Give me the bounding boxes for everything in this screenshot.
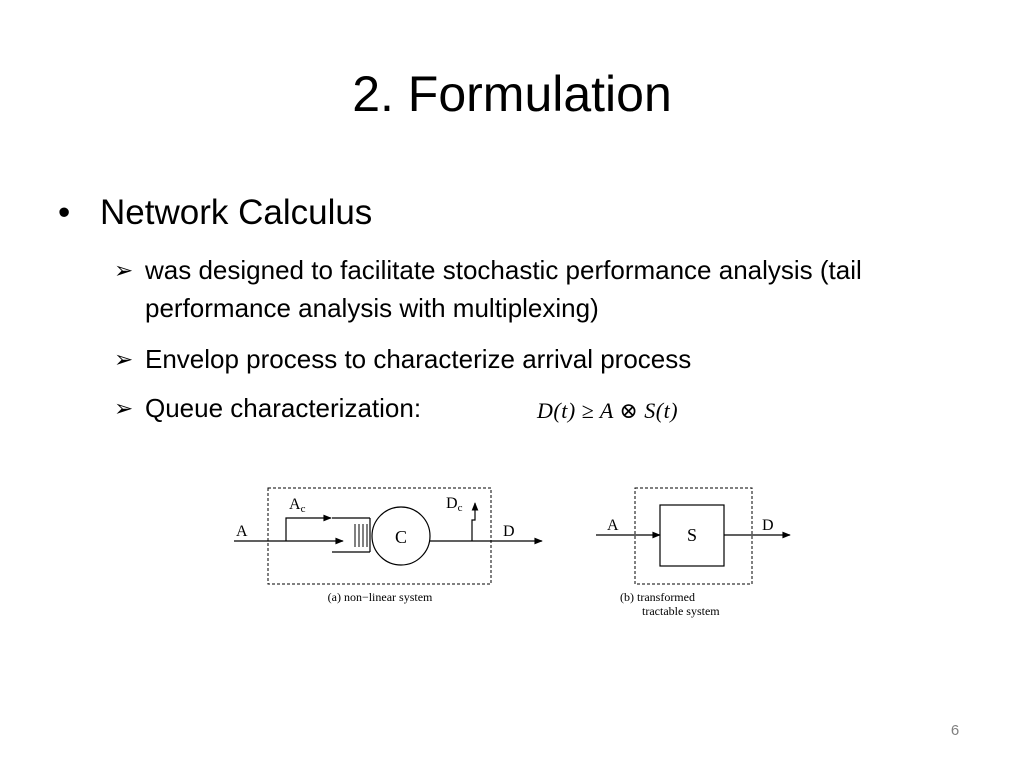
tractable-system-diagram: A S D (b) transformed tractable system: [596, 487, 791, 618]
subitem-text: Envelop process to characterize arrival …: [145, 344, 692, 374]
subitem-text: Queue characterization:: [145, 393, 422, 423]
input-label: A: [607, 517, 619, 534]
system-boundary-dashed: [634, 487, 753, 585]
bullet-network-calculus: • Network Calculus: [58, 190, 372, 236]
output-label: D: [762, 517, 774, 534]
output-label: D: [503, 523, 515, 540]
dc-feedback-arrow: [471, 502, 479, 541]
subitem-text: was designed to facilitate stochastic pe…: [145, 255, 862, 323]
subitem-stochastic-analysis: ➢ was designed to facilitate stochastic …: [114, 251, 965, 327]
input-label: A: [236, 523, 248, 540]
arrow-bullet-icon: ➢: [114, 346, 134, 372]
bullet-text: Network Calculus: [100, 193, 373, 232]
subitem-envelop-process: ➢ Envelop process to characterize arriva…: [114, 340, 965, 378]
caption-nonlinear: (a) non−linear system: [328, 590, 433, 604]
server-circle: [371, 506, 431, 566]
dc-label: Dc: [446, 495, 463, 514]
page-number: 6: [950, 722, 960, 739]
queue-formula: D(t) ≥ A ⊗ S(t): [537, 398, 679, 423]
arrow-bullet-icon: ➢: [114, 395, 134, 421]
nonlinear-system-diagram: A Ac Dc C D (a) non−linear system: [234, 487, 543, 604]
server-label: C: [395, 527, 407, 547]
slide-title: 2. Formulation: [352, 66, 672, 122]
server-label: S: [687, 525, 697, 545]
ac-label: Ac: [289, 496, 306, 515]
system-boundary-dashed: [267, 487, 492, 585]
caption-transformed: (b) transformed: [620, 590, 695, 604]
arrow-bullet-icon: ➢: [114, 257, 134, 283]
caption-tractable: tractable system: [642, 604, 720, 618]
ac-feedback-arrow: [285, 514, 332, 541]
subitem-queue-characterization: ➢ Queue characterization:: [114, 389, 965, 427]
bullet-marker: •: [58, 193, 71, 232]
